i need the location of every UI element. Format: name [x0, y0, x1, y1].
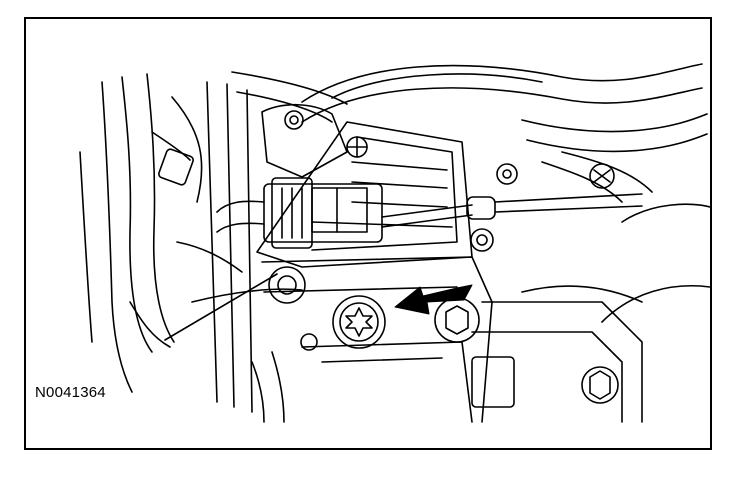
left-bracket	[176, 81, 303, 413]
leader-line	[164, 273, 278, 341]
callout-arrow	[394, 284, 473, 315]
hex-nut	[434, 297, 480, 343]
upper-hoses	[231, 63, 708, 153]
engine-bay-line-drawing	[79, 63, 710, 423]
flange-nut	[471, 356, 619, 408]
actuator-housing	[256, 103, 473, 268]
torx-bolt	[332, 295, 386, 349]
right-components	[471, 151, 710, 423]
left-hose	[79, 73, 203, 393]
figure-id-label: N0041364	[33, 384, 108, 401]
lower-block	[251, 256, 493, 423]
illustration-frame	[24, 17, 712, 450]
electrical-connector	[216, 177, 383, 249]
control-cable	[381, 163, 643, 252]
